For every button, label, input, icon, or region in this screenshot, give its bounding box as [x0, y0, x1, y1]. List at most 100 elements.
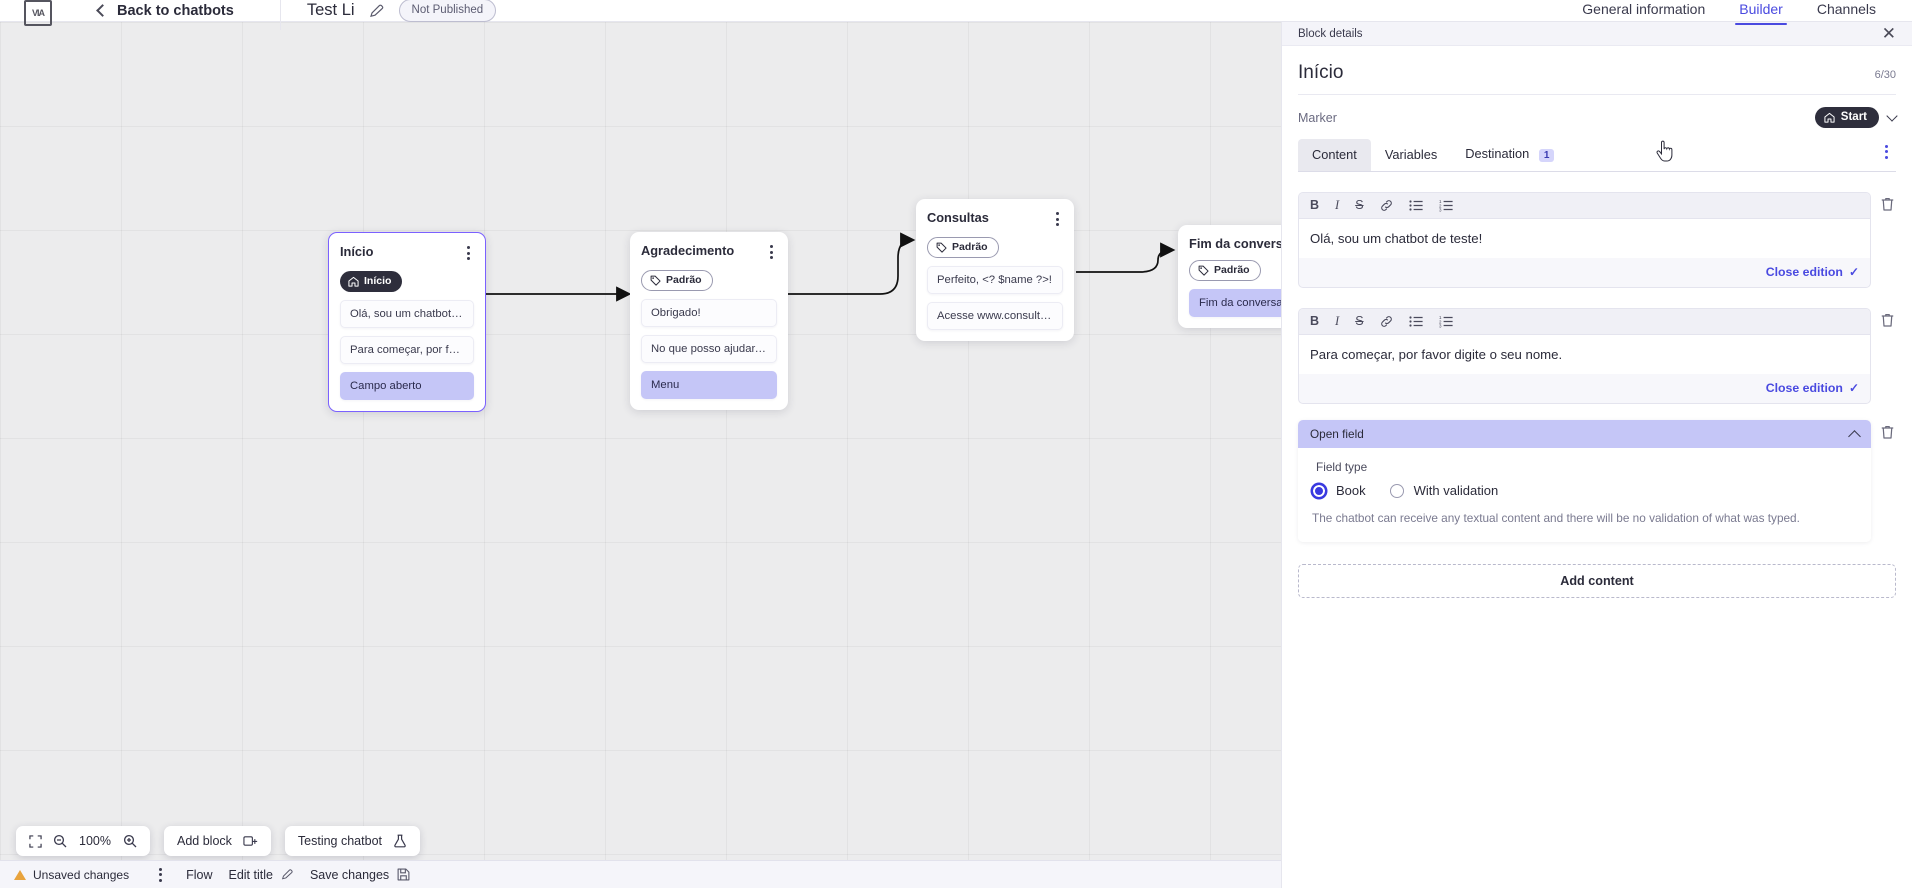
zoom-out-icon[interactable] — [53, 834, 67, 848]
edit-title-label: Edit title — [228, 867, 273, 882]
block-header: Fim da conversa — [1189, 236, 1281, 251]
pencil-icon[interactable] — [369, 3, 385, 19]
block-menu-icon[interactable] — [1052, 210, 1063, 228]
destination-badge: 1 — [1538, 149, 1555, 162]
flow-canvas[interactable]: Início Início Olá, sou um chatbot de tes… — [0, 22, 1281, 888]
tab-channels[interactable]: Channels — [1816, 1, 1876, 17]
block-header: Início — [340, 244, 474, 262]
italic-icon[interactable]: I — [1335, 314, 1340, 329]
warning-icon — [14, 869, 26, 880]
flow-block-fim-da-conversa[interactable]: Fim da conversa Padrão Fim da conversa — [1178, 225, 1281, 328]
svg-text:3: 3 — [1439, 208, 1442, 212]
add-content-button[interactable]: Add content — [1298, 563, 1896, 598]
block-row[interactable]: Fim da conversa — [1189, 289, 1281, 317]
bullet-list-icon[interactable] — [1408, 199, 1423, 212]
editor-footer: Close edition ✓ — [1299, 374, 1870, 403]
close-icon[interactable]: ✕ — [1881, 24, 1896, 43]
marker-label: Marker — [1298, 110, 1337, 125]
block-title: Fim da conversa — [1189, 236, 1281, 251]
chevron-down-icon[interactable] — [1886, 109, 1898, 122]
bullet-list-icon[interactable] — [1408, 315, 1423, 328]
check-icon: ✓ — [1848, 265, 1859, 280]
panel-more-icon[interactable] — [1877, 144, 1896, 165]
block-row[interactable]: Acesse www.consultas.com par... — [927, 302, 1063, 330]
field-type-options: Book With validation — [1312, 483, 1857, 498]
testing-chatbot-button[interactable]: Testing chatbot — [284, 826, 420, 856]
add-block-label: Add block — [177, 834, 232, 848]
flow-block-inicio[interactable]: Início Início Olá, sou um chatbot de tes… — [328, 232, 486, 412]
radio-with-validation[interactable] — [1389, 483, 1404, 498]
marker-value-chip: Start — [1814, 107, 1879, 128]
tab-general-information[interactable]: General information — [1582, 1, 1706, 17]
delete-open-field-icon[interactable] — [1879, 424, 1896, 441]
strikethrough-icon[interactable]: S — [1355, 314, 1364, 329]
block-row[interactable]: Menu — [641, 371, 777, 399]
block-row[interactable]: Olá, sou um chatbot de teste! — [340, 300, 474, 328]
add-block-button[interactable]: Add block — [164, 826, 271, 856]
block-menu-icon[interactable] — [463, 244, 474, 262]
flow-block-agradecimento[interactable]: Agradecimento Padrão Obrigado! No que po… — [630, 232, 788, 410]
open-field-body: Field type Book With validation The chat… — [1298, 448, 1871, 542]
status-badge: Not Published — [398, 0, 497, 22]
link-icon[interactable] — [1380, 315, 1393, 328]
marker-selector[interactable]: Start — [1814, 107, 1898, 128]
close-edition-button[interactable]: Close edition ✓ — [1766, 265, 1859, 279]
editor-text[interactable]: Para começar, por favor digite o seu nom… — [1299, 335, 1870, 375]
testing-chatbot-label: Testing chatbot — [297, 834, 382, 848]
block-row[interactable]: Para começar, por favor digite o ... — [340, 336, 474, 364]
top-header: VIA Back to chatbots Test Li Not Publish… — [0, 0, 1912, 30]
save-changes-button[interactable]: Save changes — [310, 868, 410, 882]
zoom-in-icon[interactable] — [123, 834, 137, 848]
status-menu-icon[interactable] — [151, 867, 170, 882]
add-block-icon — [243, 834, 258, 848]
svg-text:3: 3 — [1439, 324, 1442, 328]
radio-book[interactable] — [1312, 483, 1326, 498]
flow-button[interactable]: Flow — [186, 868, 212, 882]
app-logo-icon[interactable]: VIA — [24, 0, 52, 26]
italic-icon[interactable]: I — [1335, 198, 1340, 213]
radio-book-label: Book — [1336, 483, 1366, 499]
block-tag-label: Padrão — [1214, 264, 1250, 276]
block-menu-icon[interactable] — [766, 243, 777, 261]
zoom-controls: 100% — [16, 826, 150, 856]
radio-with-validation-label: With validation — [1413, 483, 1499, 499]
back-to-chatbots-button[interactable]: Back to chatbots — [96, 3, 234, 19]
tab-variables[interactable]: Variables — [1371, 139, 1451, 171]
block-row[interactable]: Obrigado! — [641, 299, 777, 327]
link-icon[interactable] — [1380, 199, 1393, 212]
close-edition-button[interactable]: Close edition ✓ — [1766, 381, 1859, 395]
open-field-header[interactable]: Open field — [1298, 420, 1871, 449]
bold-icon[interactable]: B — [1310, 198, 1320, 213]
block-tag-default: Padrão — [1189, 260, 1261, 281]
panel-title-row: Início 6/30 — [1298, 46, 1896, 95]
zoom-level: 100% — [79, 834, 111, 848]
tab-destination-label: Destination — [1465, 146, 1530, 161]
block-title: Início — [340, 244, 374, 259]
block-tag-default: Padrão — [641, 270, 713, 291]
tab-destination[interactable]: Destination 1 — [1451, 138, 1568, 171]
flask-icon — [393, 834, 407, 848]
strikethrough-icon[interactable]: S — [1355, 198, 1364, 213]
chevron-up-icon[interactable] — [1848, 429, 1861, 443]
delete-content-icon[interactable] — [1879, 312, 1896, 329]
block-row[interactable]: Campo aberto — [340, 372, 474, 400]
block-row[interactable]: Perfeito, <? $name ?>! — [927, 266, 1063, 294]
edit-title-button[interactable]: Edit title — [228, 868, 293, 882]
svg-text:1: 1 — [1439, 315, 1442, 320]
tab-builder[interactable]: Builder — [1735, 1, 1787, 25]
panel-strip: Block details ✕ — [1282, 22, 1912, 46]
bold-icon[interactable]: B — [1310, 314, 1320, 329]
editor-text[interactable]: Olá, sou um chatbot de teste! — [1299, 219, 1870, 259]
tag-icon — [1198, 265, 1209, 276]
flow-block-consultas[interactable]: Consultas Padrão Perfeito, <? $name ?>! … — [916, 199, 1074, 341]
flow-label: Flow — [186, 867, 213, 882]
fit-screen-icon[interactable] — [29, 834, 42, 848]
tab-content[interactable]: Content — [1298, 138, 1371, 171]
block-row[interactable]: No que posso ajudar, <? $name ... — [641, 335, 777, 363]
delete-content-icon[interactable] — [1879, 196, 1896, 213]
